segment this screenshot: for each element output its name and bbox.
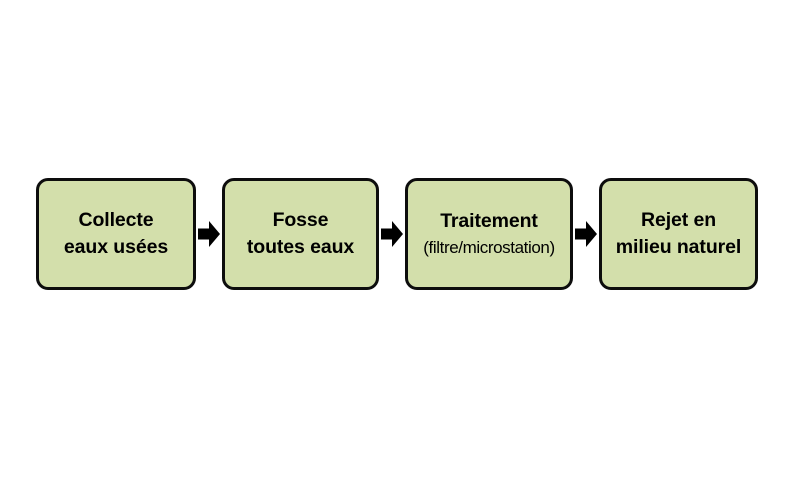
arrow-right-icon-3 bbox=[573, 218, 599, 250]
flow-node-fosse[interactable]: Fosse toutes eaux bbox=[222, 178, 379, 290]
flow-node-collecte[interactable]: Collecte eaux usées bbox=[36, 178, 196, 290]
flow-node-rejet-line1: Rejet en bbox=[640, 209, 717, 231]
flow-node-traitement-line2: (filtre/microstation) bbox=[423, 237, 555, 257]
flow-node-fosse-line2: toutes eaux bbox=[246, 236, 355, 258]
flow-node-rejet-line2: milieu naturel bbox=[615, 236, 742, 258]
flow-node-collecte-line2: eaux usées bbox=[63, 236, 169, 258]
arrow-right-icon-2 bbox=[379, 218, 405, 250]
flow-node-fosse-line1: Fosse bbox=[272, 209, 329, 231]
flow-node-rejet[interactable]: Rejet en milieu naturel bbox=[599, 178, 758, 290]
arrow-right-icon-1 bbox=[196, 218, 222, 250]
flow-node-collecte-line1: Collecte bbox=[78, 209, 154, 231]
flowchart-sequence: Collecte eaux usées Fosse toutes eaux Tr… bbox=[0, 178, 800, 290]
flow-node-traitement[interactable]: Traitement (filtre/microstation) bbox=[405, 178, 573, 290]
flow-node-traitement-line1: Traitement bbox=[440, 209, 538, 232]
